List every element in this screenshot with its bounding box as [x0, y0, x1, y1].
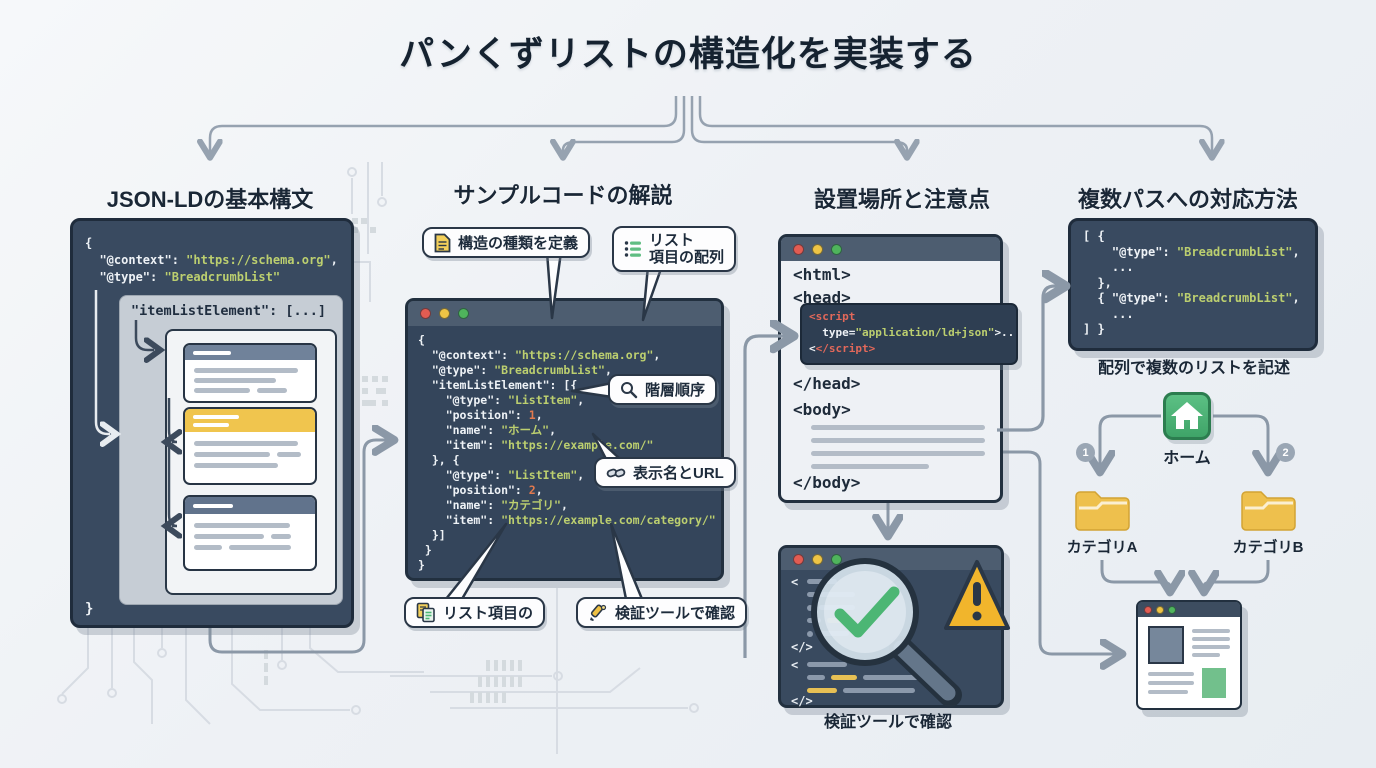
list-item-card-1	[183, 343, 317, 403]
green-block	[1202, 668, 1226, 698]
card-2-header	[185, 409, 315, 432]
html-window-titlebar	[781, 237, 1000, 261]
magnifier-check-icon	[811, 558, 962, 707]
home-label: ホーム	[1163, 450, 1211, 467]
callout-list-item-label: リスト項目の	[443, 605, 534, 622]
document-icon	[434, 233, 451, 252]
json-ld-code: { "@context": "https://schema.org", "@ty…	[85, 236, 338, 284]
body-close-tag: </body>	[793, 473, 861, 492]
heading-sample-code: サンプルコードの解説	[453, 183, 673, 208]
head-open-tag: <head>	[793, 288, 851, 307]
mock-close-token-2: </>	[791, 694, 813, 708]
image-placeholder	[1148, 626, 1184, 664]
close-traffic-light-icon	[793, 243, 804, 255]
link-icon	[606, 468, 626, 477]
clipboard-icon	[416, 602, 435, 623]
callout-validate: 検証ツールで確認	[576, 597, 748, 628]
path-1-badge: 1	[1076, 443, 1095, 462]
head-close-tag: </head>	[793, 374, 861, 393]
validation-graphics	[811, 558, 1010, 707]
item-list-element-label: "itemListElement": [...]	[131, 303, 327, 319]
sample-json-code: { "@context": "https://schema.org", "@ty…	[418, 333, 716, 572]
validation-caption: 検証ツールで確認	[823, 714, 952, 731]
card-1-header	[185, 345, 315, 360]
folder-a-icon	[1075, 491, 1130, 531]
folder-b-icon	[1241, 491, 1296, 531]
callout-define-label: 構造の種類を定義	[458, 235, 579, 252]
multi-list-code-panel: [ { "@type": "BreadcrumbList", ... }, { …	[1068, 218, 1318, 351]
home-icon	[1163, 392, 1211, 440]
body-open-tag: <body>	[793, 400, 851, 419]
sample-code-window: { "@context": "https://schema.org", "@ty…	[405, 298, 724, 581]
multi-list-code: [ { "@type": "BreadcrumbList", ... }, { …	[1083, 229, 1300, 336]
callout-validate-label: 検証ツールで確認	[615, 605, 736, 622]
script-snippet-code: <script type="application/ld+json">..<</…	[809, 310, 1015, 355]
folder-a-label: カテゴリA	[1066, 539, 1138, 556]
magnifier-icon	[621, 381, 638, 398]
zoom-traffic-light-icon	[1168, 605, 1176, 614]
list-item-card-2	[183, 407, 317, 485]
sample-code-titlebar	[408, 301, 721, 326]
callout-define-type: 構造の種類を定義	[422, 227, 591, 258]
callout-list-item: リスト項目の	[404, 597, 546, 628]
json-ld-closing-brace: }	[85, 601, 94, 617]
heading-multiple-paths: 複数パスへの対応方法	[1077, 187, 1298, 212]
folder-b-label: カテゴリB	[1232, 539, 1304, 556]
list-icon	[624, 241, 641, 257]
json-ld-panel: { "@context": "https://schema.org", "@ty…	[70, 218, 354, 628]
minimize-traffic-light-icon	[812, 553, 823, 565]
callout-list-array-label: リスト 項目の配列	[649, 232, 725, 266]
pen-check-icon	[590, 603, 607, 621]
zoom-traffic-light-icon	[831, 243, 842, 255]
heading-json-ld-syntax: JSON-LDの基本構文	[106, 187, 314, 212]
result-page-window	[1136, 600, 1242, 710]
html-open-tag: <html>	[793, 265, 851, 284]
path-2-badge: 2	[1276, 443, 1295, 462]
zoom-traffic-light-icon	[831, 553, 842, 565]
minimize-traffic-light-icon	[812, 243, 823, 255]
warning-icon	[944, 560, 1010, 630]
callout-hierarchy-order: 階層順序	[608, 374, 718, 405]
card-3-header	[185, 497, 315, 514]
heading-placement-notes: 設置場所と注意点	[813, 187, 990, 212]
script-snippet-box: <script type="application/ld+json">..<</…	[800, 303, 1018, 365]
callout-name-url: 表示名とURL	[594, 457, 736, 488]
minimize-traffic-light-icon	[439, 308, 450, 319]
house-glyph	[1171, 402, 1203, 429]
multi-list-caption: 配列で複数のリストを記述	[1097, 360, 1290, 377]
html-page-window: <html> <head> </head> <body> </body>	[778, 234, 1003, 503]
result-window-titlebar	[1138, 602, 1240, 617]
zoom-traffic-light-icon	[458, 308, 469, 319]
minimize-traffic-light-icon	[1156, 605, 1164, 614]
circuit-dots	[264, 218, 522, 703]
close-traffic-light-icon	[420, 308, 431, 319]
list-item-card-3	[183, 495, 317, 571]
mock-open-token-2: <	[791, 658, 799, 672]
close-traffic-light-icon	[793, 553, 804, 565]
title-branch-arrows	[210, 96, 1212, 154]
close-traffic-light-icon	[1144, 605, 1152, 614]
callout-list-array: リスト 項目の配列	[612, 226, 737, 272]
mock-close-token: </>	[791, 640, 813, 654]
page-title: パンくずリストの構造化を実装する	[399, 35, 977, 74]
callout-name-url-label: 表示名とURL	[633, 465, 724, 482]
item-list-panel: "itemListElement": [...]	[119, 295, 343, 605]
mock-open-token: <	[791, 575, 799, 589]
validation-window-titlebar	[781, 548, 1001, 570]
callout-order-label: 階層順序	[645, 382, 706, 399]
flow-connectors	[208, 414, 1268, 654]
